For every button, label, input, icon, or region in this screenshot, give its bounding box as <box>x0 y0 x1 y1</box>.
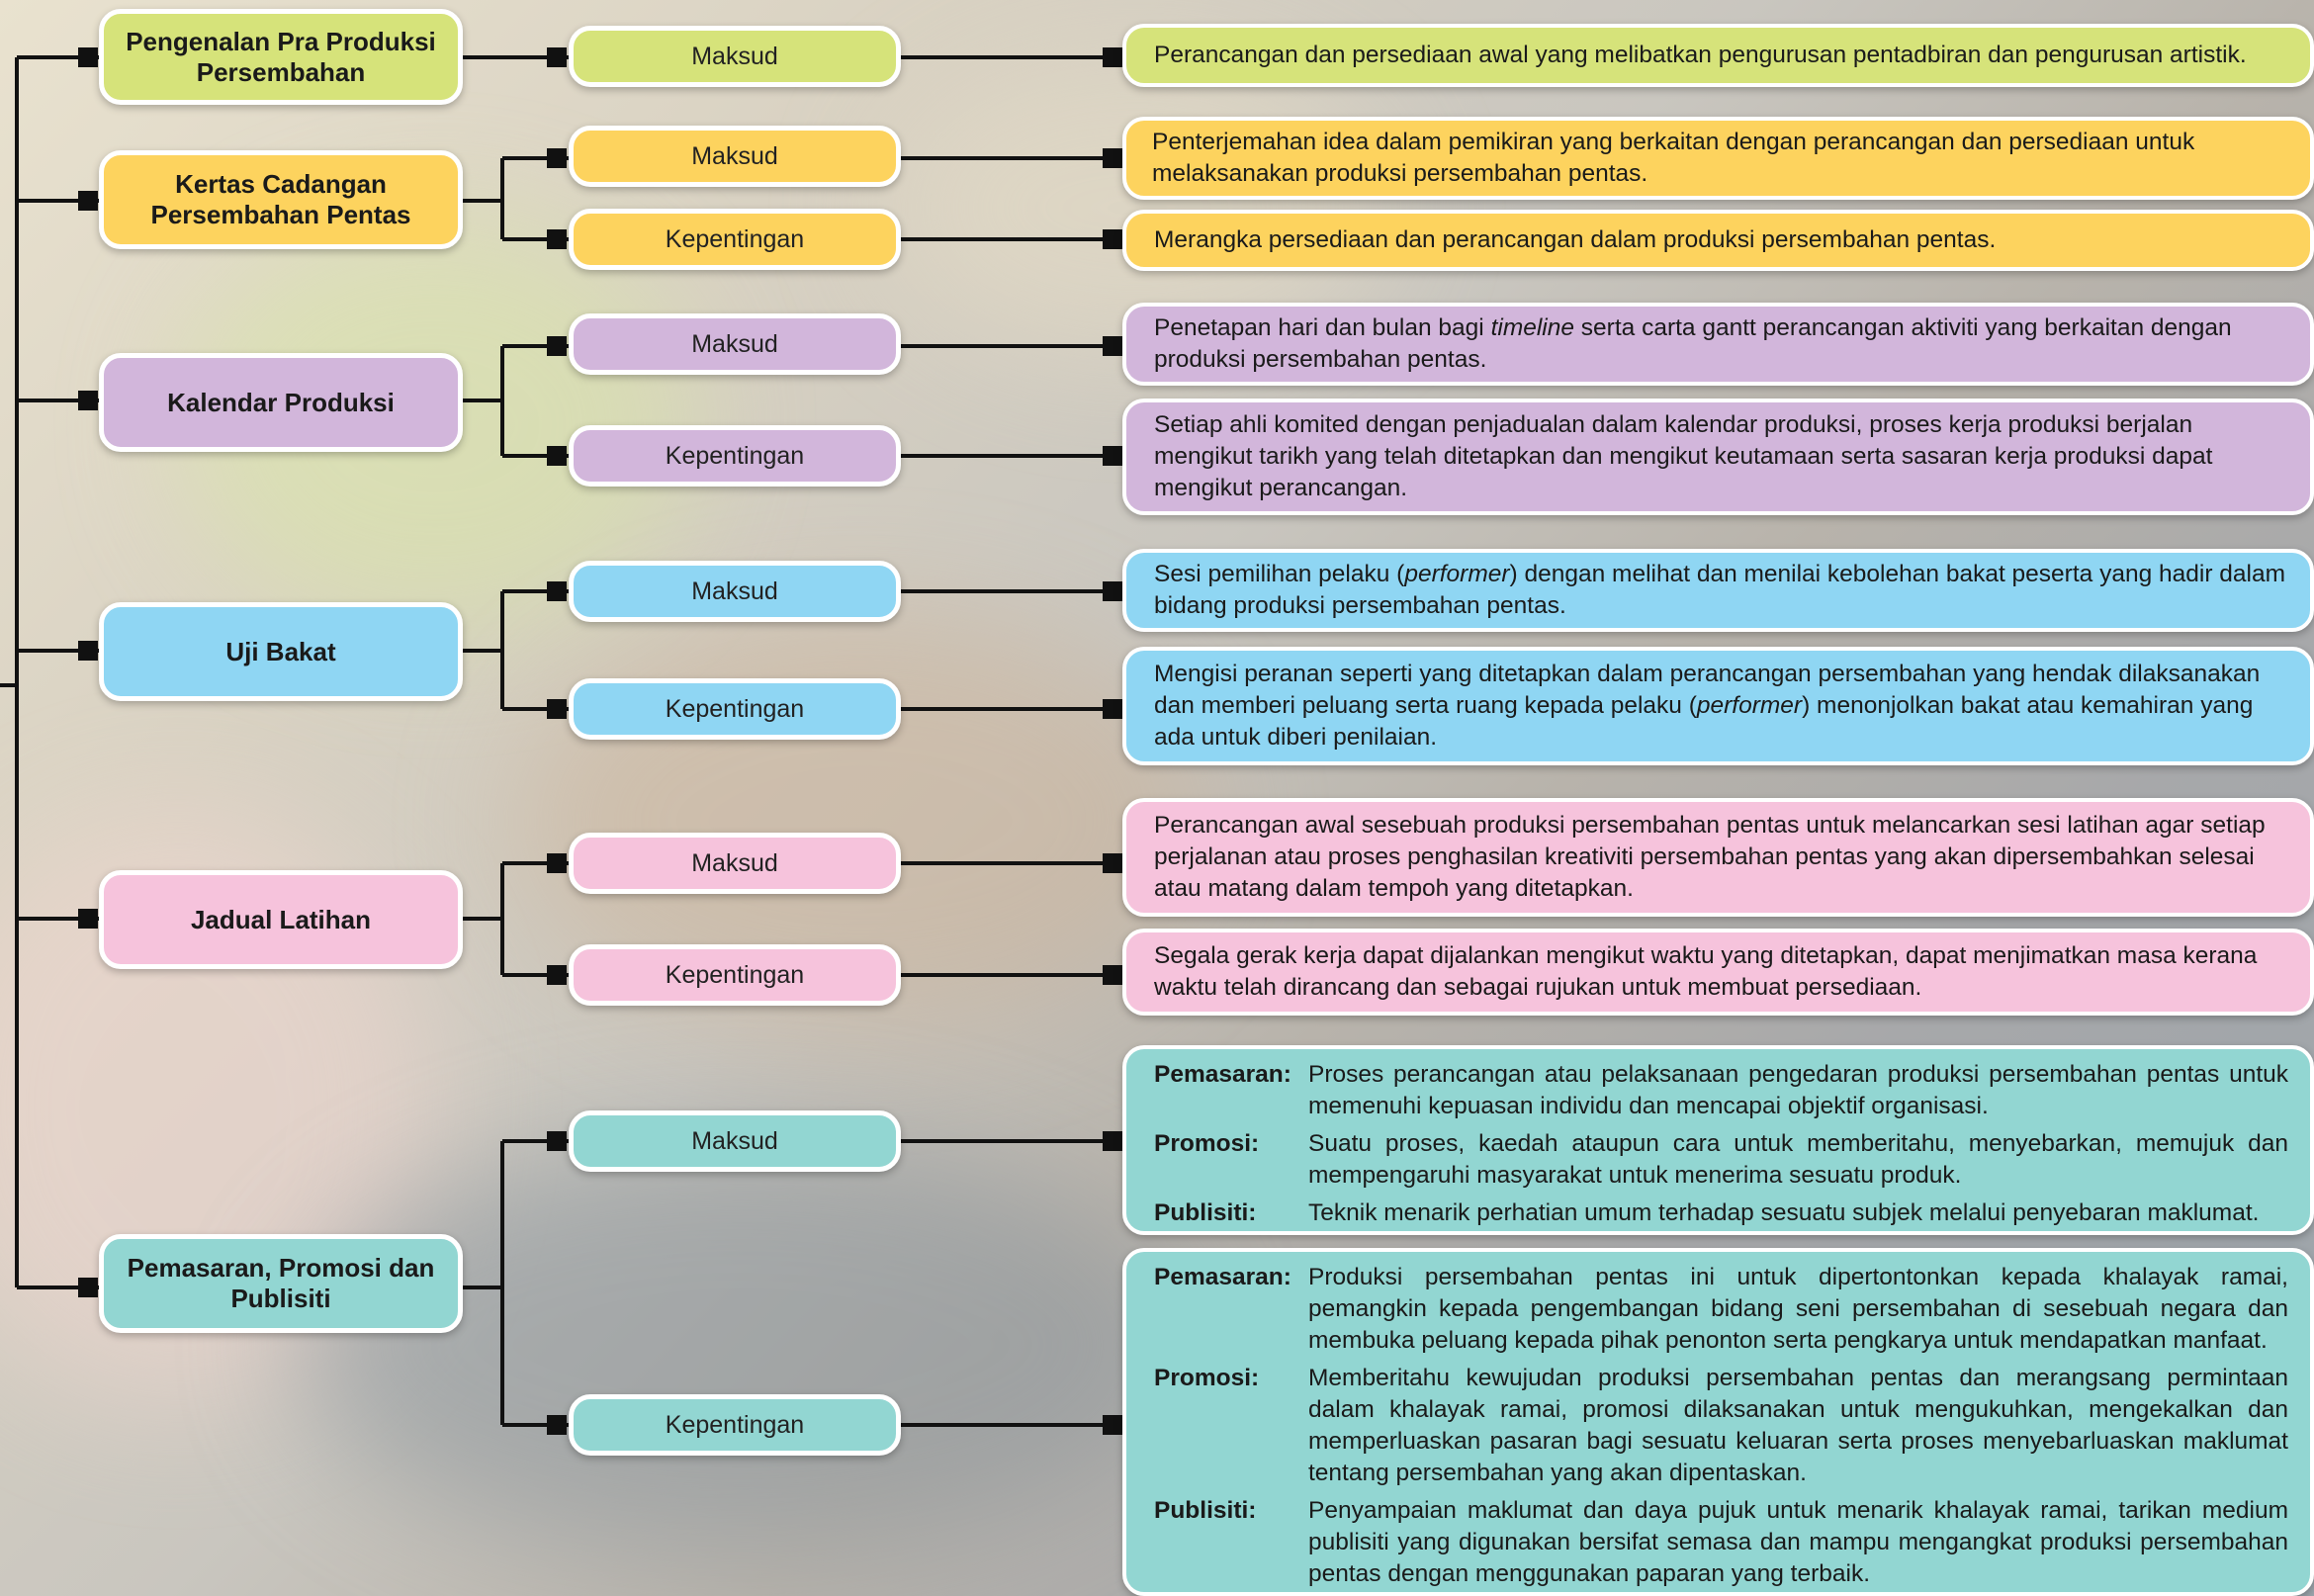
description-text: Mengisi peranan seperti yang ditetapkan … <box>1154 661 2261 751</box>
description-box: Mengisi peranan seperti yang ditetapkan … <box>1122 647 2314 765</box>
term-label: Pemasaran: <box>1154 1264 1291 1290</box>
description-text: Merangka persediaan dan perancangan dala… <box>1154 226 1997 253</box>
sub-label: Kepentingan <box>665 224 805 253</box>
sub-label: Kepentingan <box>665 694 805 723</box>
sub-label: Kepentingan <box>665 960 805 989</box>
description-box: Setiap ahli komited dengan penjadualan d… <box>1122 399 2314 515</box>
sub-label: Maksud <box>691 576 778 605</box>
description-text: Perancangan awal sesebuah produksi perse… <box>1154 812 2266 902</box>
sub-kepentingan: Kepentingan <box>569 944 901 1006</box>
term-label: Publisiti: <box>1154 1497 1257 1524</box>
description-box: Perancangan awal sesebuah produksi perse… <box>1122 798 2314 917</box>
description-box: Perancangan dan persediaan awal yang mel… <box>1122 24 2314 87</box>
sub-kepentingan: Kepentingan <box>569 1394 901 1456</box>
category-label: Kertas Cadangan Persembahan Pentas <box>150 169 411 229</box>
sub-label: Kepentingan <box>665 441 805 470</box>
category-uji-bakat: Uji Bakat <box>99 602 463 701</box>
sub-label: Kepentingan <box>665 1410 805 1439</box>
description-box: Pemasaran: Proses perancangan atau pelaks… <box>1122 1045 2314 1235</box>
category-label: Uji Bakat <box>225 636 336 666</box>
sub-label: Maksud <box>691 141 778 170</box>
sub-label: Maksud <box>691 42 778 70</box>
term-text: Teknik menarik perhatian umum terhadap s… <box>1308 1199 2260 1226</box>
category-label: Pemasaran, Promosi dan Publisiti <box>127 1253 435 1313</box>
term-label: Pemasaran: <box>1154 1061 1291 1088</box>
sub-maksud: Maksud <box>569 126 901 187</box>
description-box: Segala gerak kerja dapat dijalankan meng… <box>1122 929 2314 1016</box>
category-label: Kalendar Produksi <box>167 387 395 417</box>
description-text: Segala gerak kerja dapat dijalankan meng… <box>1154 942 2258 1001</box>
category-kertas-cadangan: Kertas Cadangan Persembahan Pentas <box>99 150 463 249</box>
definition-table: Pemasaran: Proses perancangan atau pelaks… <box>1154 1059 2288 1229</box>
background-blur <box>297 1137 1187 1552</box>
sub-label: Maksud <box>691 1126 778 1155</box>
description-text: Perancangan dan persediaan awal yang mel… <box>1154 42 2247 68</box>
category-label: Pengenalan Pra Produksi Persembahan <box>126 26 436 87</box>
sub-kepentingan: Kepentingan <box>569 425 901 487</box>
description-box: Pemasaran: Produksi persembahan pentas in… <box>1122 1248 2314 1596</box>
category-pemasaran: Pemasaran, Promosi dan Publisiti <box>99 1234 463 1333</box>
term-text: Proses perancangan atau pelaksanaan peng… <box>1308 1061 2288 1119</box>
sub-kepentingan: Kepentingan <box>569 209 901 270</box>
category-pengenalan: Pengenalan Pra Produksi Persembahan <box>99 9 463 105</box>
description-text: Sesi pemilihan pelaku (performer) dengan… <box>1154 561 2286 619</box>
sub-maksud: Maksud <box>569 313 901 375</box>
term-label: Promosi: <box>1154 1365 1260 1391</box>
term-text: Penyampaian maklumat dan daya pujuk untu… <box>1308 1497 2288 1587</box>
term-text: Produksi persembahan pentas ini untuk di… <box>1308 1264 2288 1354</box>
sub-maksud: Maksud <box>569 26 901 87</box>
category-label: Jadual Latihan <box>190 904 372 934</box>
sub-kepentingan: Kepentingan <box>569 678 901 740</box>
category-jadual-latihan: Jadual Latihan <box>99 870 463 969</box>
sub-maksud: Maksud <box>569 561 901 622</box>
description-box: Sesi pemilihan pelaku (performer) dengan… <box>1122 549 2314 632</box>
term-label: Publisiti: <box>1154 1199 1257 1226</box>
description-box: Merangka persediaan dan perancangan dala… <box>1122 210 2314 271</box>
description-text: Setiap ahli komited dengan penjadualan d… <box>1154 411 2213 501</box>
sub-maksud: Maksud <box>569 833 901 894</box>
term-text: Memberitahu kewujudan produksi persembah… <box>1308 1365 2288 1486</box>
sub-label: Maksud <box>691 329 778 358</box>
description-box: Penetapan hari dan bulan bagi timeline s… <box>1122 303 2314 386</box>
definition-table: Pemasaran: Produksi persembahan pentas in… <box>1154 1262 2288 1590</box>
description-text: Penetapan hari dan bulan bagi timeline s… <box>1154 314 2232 373</box>
sub-label: Maksud <box>691 848 778 877</box>
term-text: Suatu proses, kaedah ataupun cara untuk … <box>1308 1130 2288 1189</box>
sub-maksud: Maksud <box>569 1110 901 1172</box>
description-box: Penterjemahan idea dalam pemikiran yang … <box>1122 117 2314 200</box>
category-kalendar-produksi: Kalendar Produksi <box>99 353 463 452</box>
term-label: Promosi: <box>1154 1130 1260 1157</box>
description-text: Penterjemahan idea dalam pemikiran yang … <box>1152 129 2195 187</box>
